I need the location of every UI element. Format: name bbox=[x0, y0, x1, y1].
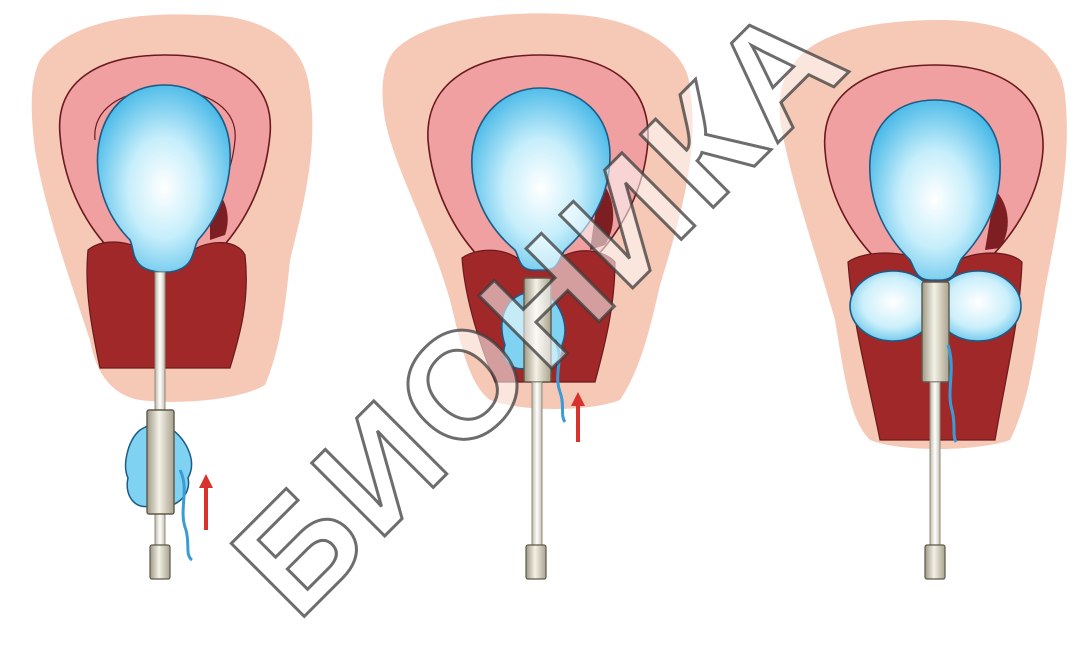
catheter-end bbox=[150, 545, 170, 579]
catheter-end bbox=[925, 545, 945, 579]
catheter-end bbox=[526, 545, 546, 579]
panel-3 bbox=[779, 20, 1066, 579]
catheter-insertion-diagram bbox=[0, 0, 1080, 587]
catheter-tube bbox=[930, 382, 940, 552]
sleeve bbox=[147, 410, 174, 514]
panel-2 bbox=[382, 13, 692, 579]
sleeve bbox=[922, 282, 949, 382]
panel-1 bbox=[32, 14, 313, 579]
sleeve bbox=[524, 278, 551, 382]
catheter-tube bbox=[532, 382, 542, 552]
red-arrow-up-icon bbox=[199, 474, 213, 530]
